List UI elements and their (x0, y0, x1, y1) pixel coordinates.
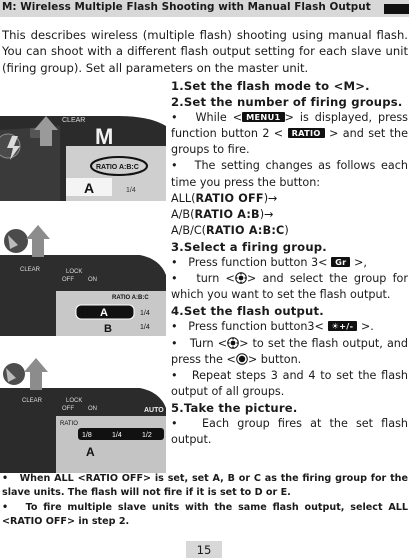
step-2-text-a: While < (195, 111, 243, 125)
note-1: • When ALL <RATIO OFF> is set, set A, B … (2, 472, 408, 501)
notes: • When ALL <RATIO OFF> is set, set A, B … (2, 472, 408, 530)
output-c-value: 1/2 (142, 432, 152, 439)
step-5-bullet-1: • Each group fires at the set flash outp… (171, 416, 408, 448)
page-title: M: Wireless Multiple Flash Shooting with… (2, 1, 371, 13)
option-1-pre: ALL( (171, 191, 196, 205)
step-3-text-b: >, (353, 256, 367, 270)
clear-label: CLEAR (20, 267, 41, 273)
step-3-text-c: turn < (196, 272, 235, 286)
step-1-title: 1.Set the flash mode to <M>. (171, 79, 370, 93)
step-4-bullet-2: • Turn <> to set the flash output, and p… (171, 336, 408, 368)
page-number: 15 (196, 543, 212, 557)
group-letter: A (86, 445, 95, 459)
option-1-post: )→ (263, 191, 278, 205)
bullet: • (171, 272, 178, 286)
menu-1-badge: MENU1 (242, 112, 285, 123)
step-3-text-a: Press function button 3< (188, 256, 328, 270)
flash-photo-mode-illustration: CLEAR M RATIO A:B:C A 1/4 (0, 80, 166, 201)
off-label: OFF (62, 406, 74, 412)
lock-label: LOCK (66, 398, 82, 404)
step-4-text-b: >. (360, 320, 374, 334)
intro-paragraph: This describes wireless (multiple flash)… (2, 28, 408, 75)
lock-label: LOCK (66, 269, 82, 275)
on-label: ON (88, 277, 97, 283)
bullet: • (171, 416, 178, 430)
step-4-title: 4.Set the flash output. (171, 304, 324, 319)
option-3: RATIO A:B:C (206, 223, 285, 237)
option-ratio-ab: A/B(RATIO A:B)→ (171, 207, 408, 223)
step-4-text-c: Turn < (189, 336, 228, 350)
mode-letter: M (95, 124, 113, 149)
step-4-text-e: > button. (247, 352, 302, 366)
step-4-bullet-3: • Repeat steps 3 and 4 to set the flash … (171, 368, 408, 400)
step-3-text-d: > and select the group for which you wan… (171, 272, 409, 302)
step-3-title: 3.Select a firing group. (171, 239, 327, 254)
ratio-label: RATIO A:B:C (96, 164, 139, 171)
bullet: • (171, 320, 178, 334)
option-2-pre: A/B( (171, 207, 195, 221)
flash-photo-mode: CLEAR M RATIO A:B:C A 1/4 (0, 80, 166, 201)
step-2-bullet-1: • While <MENU1> is displayed, press func… (171, 110, 408, 158)
flash-photo-group: CLEAR LOCK OFF ON RATIO A:B:C A B 1/4 1/… (0, 215, 166, 336)
on-label: ON (88, 406, 97, 412)
output-a-value: 1/4 (140, 310, 150, 317)
output-b-value: 1/4 (112, 432, 122, 439)
option-3-pre: A/B/C( (171, 223, 207, 237)
step-4-text-a: Press function button3< (188, 320, 324, 334)
bullet: • (171, 336, 178, 350)
step-4-bullet-1: • Press function button3< ☀+/- >. (171, 319, 408, 335)
output-a-value: 1/8 (82, 432, 92, 439)
step-4-text-f: Repeat steps 3 and 4 to set the flash ou… (171, 368, 408, 398)
step-2-bullet-2: • The setting changes as follows each ti… (171, 158, 408, 190)
output-b-value: 1/4 (140, 324, 150, 331)
bullet: • (171, 111, 178, 125)
ratio-badge: RATIO (287, 128, 325, 139)
flash-photo-output-illustration: CLEAR LOCK OFF ON AUTO RATIO 1/8 1/4 1/2… (0, 352, 166, 473)
flash-comp-badge: ☀+/- (327, 321, 358, 332)
note-2: • To fire multiple slave units with the … (2, 501, 408, 530)
bullet: • (2, 501, 9, 513)
step-5-text-a: Each group fires at the set flash output… (171, 416, 408, 447)
step-2-title: 2.Set the number of firing groups. (171, 95, 403, 110)
ratio-label: RATIO (60, 421, 78, 427)
bullet: • (171, 256, 178, 270)
option-ratio-abc: A/B/C(RATIO A:B:C) (171, 223, 408, 239)
step-3-bullet-2: • turn <> and select the group for which… (171, 271, 408, 303)
note-2-text: To fire multiple slave units with the sa… (2, 501, 408, 528)
clear-label: CLEAR (62, 117, 85, 124)
clear-label: CLEAR (22, 398, 43, 404)
group-b-letter: B (104, 323, 112, 335)
off-label: OFF (62, 277, 74, 283)
step-5-title: 5.Take the picture. (171, 400, 298, 415)
step-2-text-c: > and set the groups to fire. (171, 127, 409, 157)
group-letter: A (84, 180, 94, 196)
header-bar: M: Wireless Multiple Flash Shooting with… (0, 0, 409, 17)
output-value: 1/4 (126, 187, 136, 194)
group-a-letter: A (100, 307, 108, 319)
bullet: • (171, 368, 178, 382)
option-1: RATIO OFF (195, 191, 264, 205)
header-tab-marker (384, 4, 409, 14)
step-2-text-b: > is displayed, press function button 2 … (171, 111, 408, 141)
dial-icon (235, 272, 247, 284)
gr-badge: Gr (331, 257, 351, 268)
flash-photo-output: CLEAR LOCK OFF ON AUTO RATIO 1/8 1/4 1/2… (0, 352, 166, 473)
page-number-box: 15 (186, 541, 222, 558)
option-ratio-off: ALL(RATIO OFF)→ (171, 191, 408, 207)
step-4-text-d: > to set the flash output, and press the… (171, 336, 409, 366)
bullet: • (2, 473, 9, 484)
dial-icon (227, 336, 239, 349)
option-2: RATIO A:B (194, 207, 260, 221)
option-2-post: )→ (259, 207, 274, 221)
steps-column: 1.Set the flash mode to <M>. 2.Set the n… (171, 78, 408, 448)
step-3-bullet-1: • Press function button 3< Gr >, (171, 255, 408, 271)
bullet: • (171, 159, 178, 173)
set-button-icon (236, 352, 248, 365)
step-2-text-d: The setting changes as follows each time… (171, 159, 408, 189)
auto-label: AUTO (144, 407, 164, 414)
note-1-text: When ALL <RATIO OFF> is set, set A, B or… (2, 473, 408, 499)
flash-photo-group-illustration: CLEAR LOCK OFF ON RATIO A:B:C A B 1/4 1/… (0, 215, 166, 336)
ratio-label: RATIO A:B:C (112, 295, 149, 301)
option-3-post: ) (284, 223, 289, 237)
